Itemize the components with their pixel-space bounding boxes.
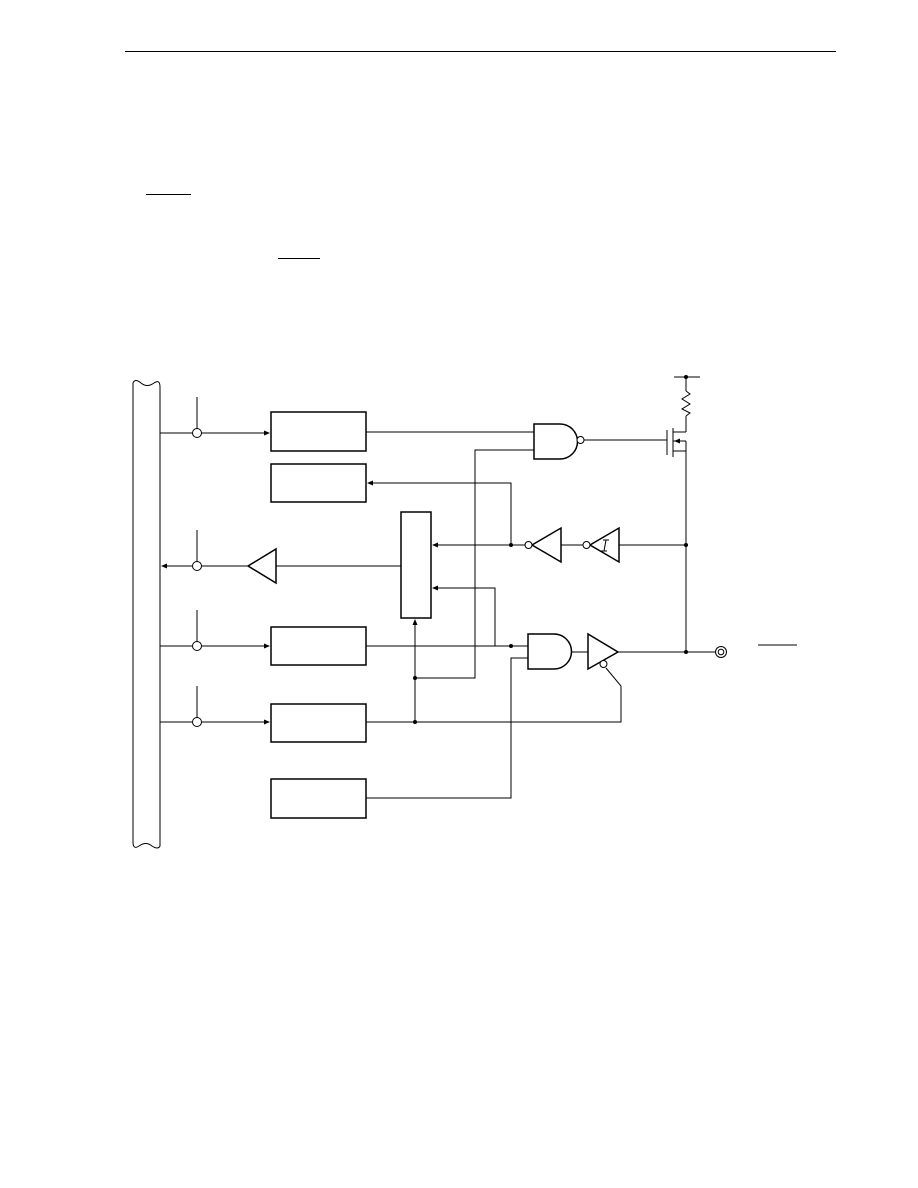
nand-gate — [533, 423, 585, 460]
pull-up-resistor — [674, 375, 700, 432]
register-box-5 — [270, 778, 367, 819]
header-rule — [125, 51, 836, 52]
mosfet-transistor — [666, 428, 687, 457]
internal-bus — [132, 380, 161, 849]
bus-tap-4 — [160, 686, 270, 727]
register-box-4 — [270, 703, 367, 743]
bus-tap-1 — [160, 397, 270, 438]
read-buffer — [246, 547, 277, 585]
overline-mark — [278, 258, 320, 259]
overline-mark — [146, 194, 191, 195]
inverter — [524, 526, 562, 564]
selector-box — [400, 511, 432, 619]
bus-tap-3 — [160, 610, 270, 651]
register-box-2 — [270, 463, 367, 503]
register-box-1 — [270, 411, 367, 452]
output-buffer — [587, 632, 620, 671]
bus-tap-2 — [161, 530, 248, 571]
and-gate — [527, 633, 573, 670]
output-pin — [715, 646, 727, 658]
schmitt-trigger-buffer — [582, 526, 620, 564]
register-box-3 — [270, 626, 367, 666]
